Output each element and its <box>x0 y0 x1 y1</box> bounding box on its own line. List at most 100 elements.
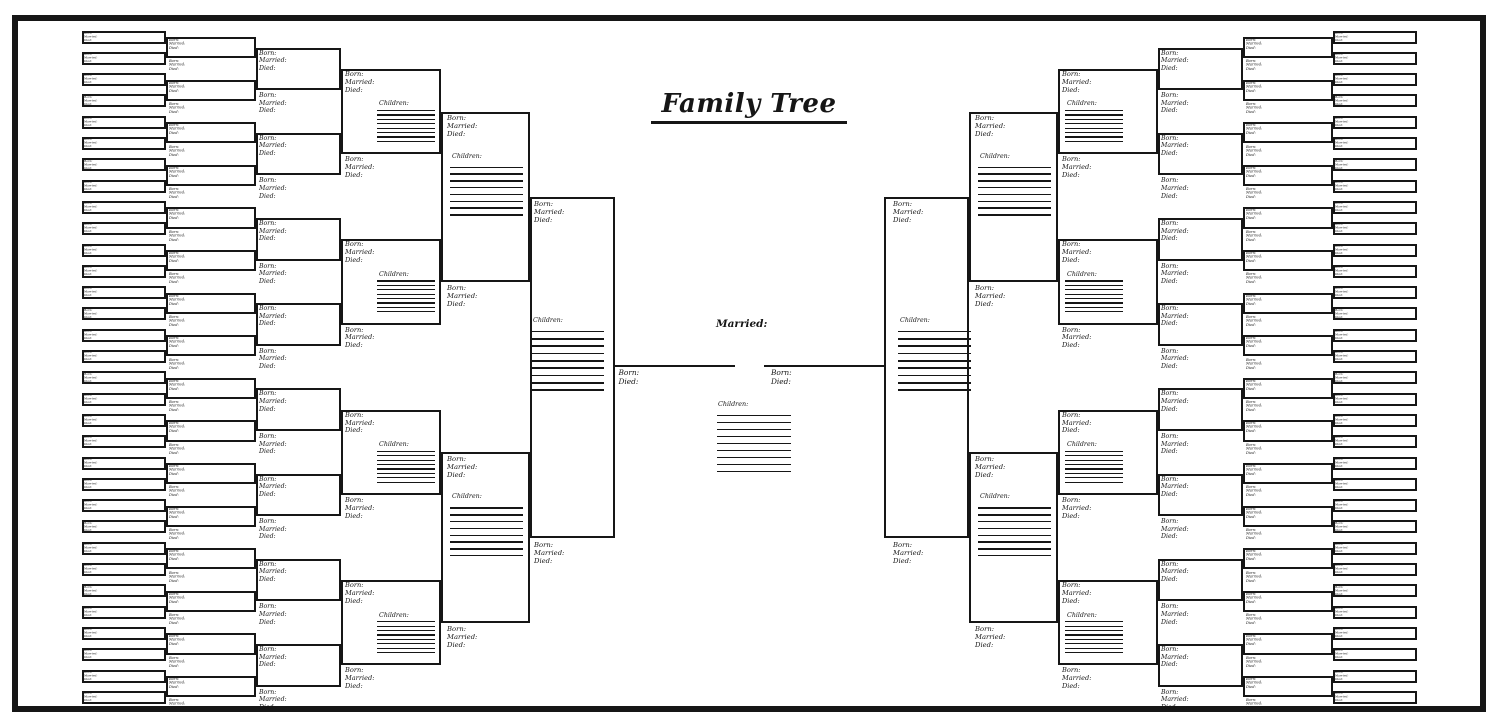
center-children-write-line <box>717 435 791 437</box>
field-label-died: Died: <box>1335 187 1344 191</box>
children-label: Children: <box>533 316 563 324</box>
field-label-born: Born: <box>259 177 277 185</box>
field-label-died: Died: <box>1246 663 1256 668</box>
name-box-vitals-text: Born:Married:Died: <box>84 159 98 170</box>
field-label-born: Born: <box>1246 335 1257 341</box>
vitals-label: Born:Married:Died: <box>1246 698 1263 711</box>
ancestor-name-box <box>82 137 166 150</box>
couple-box-gen3 <box>1058 68 1158 155</box>
couple-box-gen4 <box>1158 303 1243 346</box>
couple-box-gen5 <box>1243 463 1333 485</box>
ancestor-name-box <box>82 328 166 342</box>
field-label-married: Married: <box>1335 55 1349 60</box>
field-label-married: Married: <box>1335 694 1349 699</box>
children-write-line <box>978 214 1051 216</box>
field-label-died: Died: <box>84 101 93 106</box>
children-write-line <box>1065 118 1123 121</box>
field-label-died: Died: <box>84 442 93 447</box>
vitals-label: Born:Married:Died: <box>1161 603 1189 626</box>
field-label-married: Married: <box>1246 701 1263 707</box>
vitals-label: Born:Married:Died: <box>259 263 287 286</box>
field-label-married: Married: <box>84 162 98 166</box>
children-label: Children: <box>452 152 482 160</box>
children-write-line <box>978 193 1051 196</box>
ancestor-name-box <box>82 179 166 193</box>
field-label-married: Married: <box>1246 637 1263 643</box>
couple-box-gen5 <box>166 548 256 570</box>
vitals-label: Born:Married:Died: <box>1246 186 1262 200</box>
name-box-vitals-text: Born:Married:Died: <box>84 457 97 468</box>
vitals-label: Born:Married:Died: <box>1246 527 1262 540</box>
field-label-born: Born: <box>1062 69 1081 78</box>
vitals-label: Born:Married:Died: <box>169 59 185 72</box>
children-label: Children: <box>452 493 482 501</box>
field-label-married: Married: <box>1246 424 1263 430</box>
field-label-born: Born: <box>84 372 93 376</box>
field-label-born: Born: <box>1246 186 1257 192</box>
field-label-died: Died: <box>1062 341 1080 350</box>
field-label-died: Died: <box>84 250 93 255</box>
ancestor-name-box <box>1333 520 1417 534</box>
field-label-born: Born: <box>1335 52 1344 56</box>
vitals-label: Born:Married:Died: <box>1161 348 1189 371</box>
field-label-born: Born: <box>1246 463 1257 468</box>
ancestor-name-box <box>82 541 166 555</box>
name-box-vitals-text: Born:Married:Died: <box>1335 31 1348 42</box>
field-label-born: Born: <box>975 284 995 293</box>
couple-box-gen5 <box>166 676 256 698</box>
field-label-married: Married: <box>169 233 186 238</box>
field-label-died: Died: <box>1335 613 1344 617</box>
ancestor-name-box <box>1333 243 1417 257</box>
field-label-married: Married: <box>84 34 98 39</box>
field-label-died: Died: <box>169 599 179 605</box>
children-write-line <box>978 554 1051 557</box>
children-write-line <box>450 166 523 169</box>
ancestor-name-box <box>82 669 166 683</box>
ancestor-name-box <box>1333 115 1417 129</box>
ancestor-name-box <box>1333 563 1417 576</box>
field-label-married: Married: <box>1335 652 1349 656</box>
field-label-born: Born: <box>259 688 277 696</box>
field-label-born: Born: <box>534 199 554 208</box>
field-label-married: Married: <box>345 162 375 171</box>
children-write-line <box>450 200 523 203</box>
ancestor-name-box <box>82 307 166 321</box>
field-label-died: Died: <box>169 535 179 541</box>
field-label-born: Born: <box>1161 603 1179 611</box>
couple-box-gen4 <box>1158 558 1243 602</box>
field-label-married: Married: <box>1335 503 1349 507</box>
field-label-born: Born: <box>1335 350 1344 355</box>
name-box-vitals-text: Born:Married:Died: <box>1335 585 1348 596</box>
children-write-line <box>1065 140 1123 143</box>
field-label-married: Married: <box>1246 574 1263 579</box>
field-label-married: Married: <box>1335 375 1349 379</box>
children-label: Children: <box>379 100 409 108</box>
field-label-born: Born: <box>893 199 913 208</box>
field-label-died: Died: <box>259 490 276 498</box>
ancestor-name-box <box>82 520 166 534</box>
field-label-died: Died: <box>259 703 276 711</box>
children-write-line <box>531 374 604 377</box>
children-write-line <box>377 651 435 654</box>
children-write-line <box>1065 621 1123 623</box>
vitals-label: Born:Married:Died: <box>1246 506 1262 519</box>
field-label-married: Married: <box>259 483 287 491</box>
field-label-married: Married: <box>259 440 287 448</box>
field-label-died: Died: <box>1335 208 1344 212</box>
name-box-vitals-text: Born:Married:Died: <box>1335 351 1348 361</box>
children-write-line <box>450 534 523 537</box>
field-label-born: Born: <box>169 378 180 383</box>
field-label-born: Born: <box>1062 240 1081 249</box>
vitals-label: Born:Married:Died: <box>259 92 287 115</box>
field-label-born: Born: <box>1246 399 1257 405</box>
field-label-died: Died: <box>169 663 179 668</box>
field-label-born: Born: <box>1246 676 1257 681</box>
children-write-line <box>978 186 1051 189</box>
field-label-born: Born: <box>169 207 180 213</box>
field-label-born: Born: <box>1246 612 1257 618</box>
field-label-died: Died: <box>1246 173 1256 179</box>
field-label-married: Married: <box>259 270 287 278</box>
vitals-label: Born:Married:Died: <box>345 496 374 520</box>
vitals-label: Born:Married:Died: <box>1161 135 1189 158</box>
ancestor-name-box <box>1333 669 1417 683</box>
